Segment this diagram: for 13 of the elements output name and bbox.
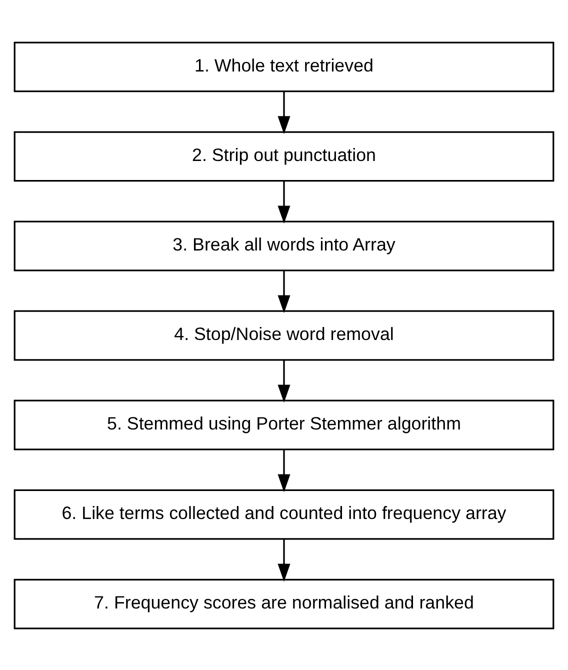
node-box: 1. Whole text retrieved <box>14 41 554 92</box>
arrow <box>278 180 290 224</box>
node-box: 5. Stemmed using Porter Stemmer algorithm <box>14 399 554 450</box>
arrow <box>278 449 290 492</box>
node-box: 2. Strip out punctuation <box>14 130 554 182</box>
arrow <box>278 91 290 134</box>
node-box: 4. Stop/Noise word removal <box>14 310 554 360</box>
node-box: 7. Frequency scores are normalised and ranked <box>14 578 554 629</box>
arrow <box>278 360 290 402</box>
arrow <box>278 538 290 582</box>
arrow <box>278 270 290 313</box>
node-box: 6. Like terms collected and counted into frequency array <box>14 488 554 540</box>
node-box: 3. Break all words into Array <box>14 220 554 271</box>
